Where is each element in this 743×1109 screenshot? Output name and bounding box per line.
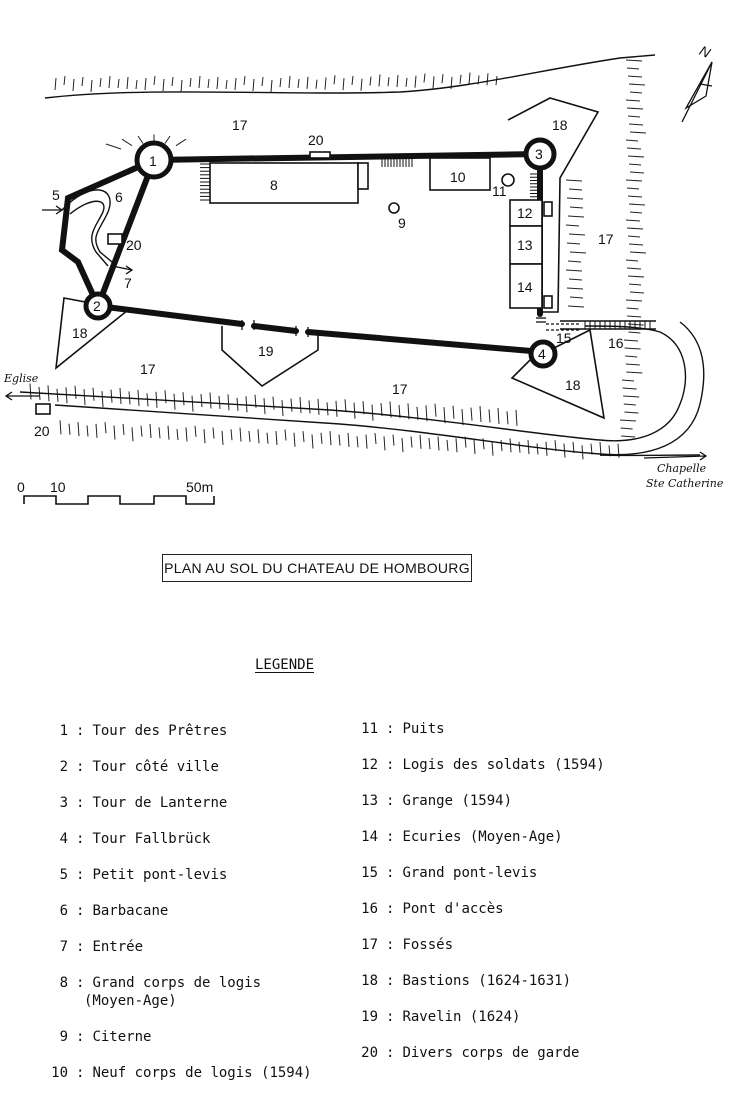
map-num-17-north: 17	[232, 117, 248, 133]
building-10	[429, 157, 491, 191]
legend-item-14: 14:Ecuries (Moyen-Age)	[361, 829, 563, 845]
map-num-10: 10	[450, 169, 466, 185]
legend-item-1: 1:Tour des Prêtres	[59, 723, 228, 739]
guard-house	[35, 403, 51, 415]
scale-tick-10: 10	[50, 479, 66, 495]
map-num-4: 4	[538, 346, 546, 362]
legend-item-13: 13:Grange (1594)	[361, 793, 513, 809]
legend-item-9: 9:Citerne	[59, 1029, 152, 1045]
legend-item-5: 5:Petit pont-levis	[59, 867, 228, 883]
north-label: N	[697, 42, 714, 61]
legend-item-11: 11:Puits	[361, 721, 445, 737]
building-8	[209, 162, 359, 204]
ravelin	[221, 326, 319, 388]
legend-item-17: 17:Fossés	[361, 937, 454, 953]
legend-item-12: 12:Logis des soldats (1594)	[361, 757, 605, 773]
map-num-17-south: 17	[392, 381, 408, 397]
map-num-16: 16	[608, 335, 624, 351]
chapelle-label: Chapelle	[657, 462, 707, 475]
tower-4	[528, 339, 558, 369]
legend-item-20: 20:Divers corps de garde	[361, 1045, 580, 1061]
legend-item-8: 8:Grand corps de logis(Moyen-Age)	[59, 975, 262, 1009]
map-num-8: 8	[270, 177, 278, 193]
map-num-5: 5	[52, 187, 60, 203]
legend-item-2: 2:Tour côté ville	[59, 759, 219, 775]
terrain-contours	[19, 54, 705, 457]
scale-tick-0: 0	[17, 479, 25, 495]
map-num-12: 12	[517, 205, 533, 221]
legend-item-10: 10:Neuf corps de logis (1594)	[51, 1065, 312, 1081]
legend-item-4: 4:Tour Fallbrück	[59, 831, 211, 847]
map-num-18-sw: 18	[72, 325, 88, 341]
map-num-1: 1	[149, 153, 157, 169]
map-num-9: 9	[398, 215, 406, 231]
bastion-se	[510, 328, 606, 420]
map-num-2: 2	[93, 298, 101, 314]
stairs	[200, 157, 542, 201]
legend-title: LEGENDE	[255, 657, 315, 673]
catherine-label: Ste Catherine	[646, 477, 724, 490]
building-12	[509, 199, 543, 227]
tower-1	[134, 140, 174, 180]
legend-item-7: 7:Entrée	[59, 939, 144, 955]
cistern	[388, 202, 400, 214]
plan-title: PLAN AU SOL DU CHATEAU DE HOMBOURG	[162, 554, 472, 582]
map-num-6: 6	[115, 189, 123, 205]
tower-3	[523, 137, 557, 171]
map-num-15: 15	[556, 330, 572, 346]
legend-item-3: 3:Tour de Lanterne	[59, 795, 228, 811]
north-arrow	[681, 61, 713, 123]
access-bridge	[560, 320, 656, 330]
map-num-14: 14	[517, 279, 533, 295]
map-num-17-east: 17	[598, 231, 614, 247]
map-num-17-west: 17	[140, 361, 156, 377]
map-num-7: 7	[124, 275, 132, 291]
ditch-hatching	[29, 59, 647, 460]
map-num-11: 11	[492, 183, 507, 199]
castle-ground-plan: N 0 10 50m Eglise Chapelle Ste Catherine…	[3, 42, 724, 505]
map-num-20-top: 20	[308, 132, 324, 148]
buildings	[35, 151, 553, 415]
building-14	[509, 263, 543, 309]
map-numbers: 1 2 3 4 5 6 7 8 9 10 11 12 13 14 15 16 1…	[34, 117, 624, 439]
map-num-19: 19	[258, 343, 274, 359]
barbican	[61, 189, 113, 267]
towers	[83, 137, 558, 369]
scale-tick-50m: 50m	[186, 479, 213, 495]
eglise-label: Eglise	[3, 372, 39, 385]
map-num-3: 3	[535, 146, 543, 162]
map-num-18-se: 18	[565, 377, 581, 393]
map-num-13: 13	[517, 237, 533, 253]
scale-bar	[23, 495, 215, 505]
legend-item-19: 19:Ravelin (1624)	[361, 1009, 521, 1025]
building-13	[509, 225, 543, 265]
map-num-20-mid: 20	[126, 237, 142, 253]
well	[501, 173, 515, 187]
map-num-20-guard: 20	[34, 423, 50, 439]
gates	[4, 205, 708, 461]
map-num-18-ne: 18	[552, 117, 568, 133]
legend-item-16: 16:Pont d'accès	[361, 901, 504, 917]
legend-item-18: 18:Bastions (1624-1631)	[361, 973, 572, 989]
legend-item-6: 6:Barbacane	[59, 903, 169, 919]
legend-item-15: 15:Grand pont-levis	[361, 865, 538, 881]
tower-2	[83, 291, 113, 321]
